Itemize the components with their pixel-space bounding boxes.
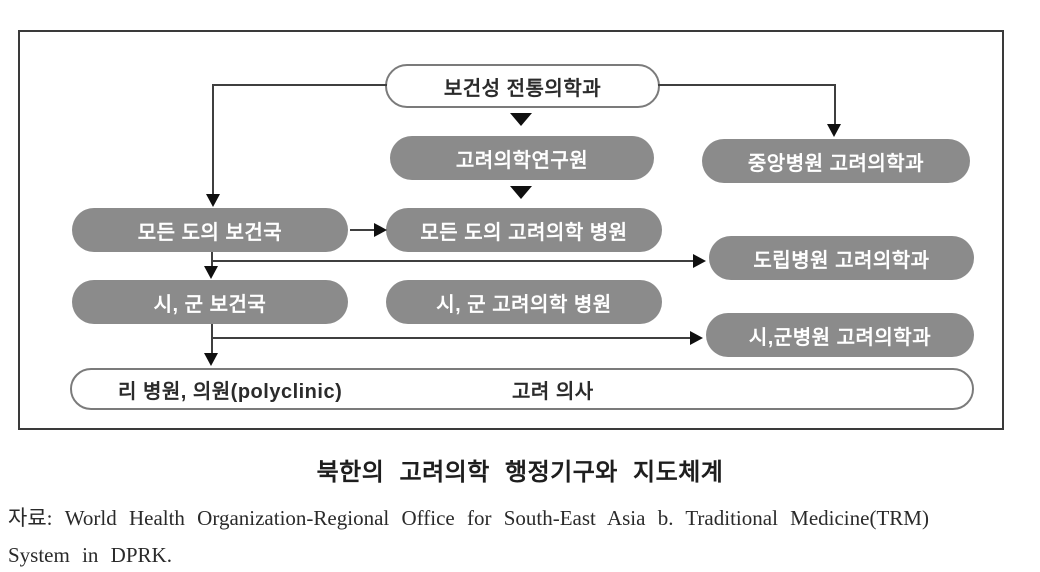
node-koryo-medicine-research-institute: 고려의학연구원 (390, 136, 654, 180)
node-ri-hospital-polyclinic: 리 병원, 의원(polyclinic) 고려 의사 (70, 368, 974, 410)
source-text-1: World Health Organization-Regional Offic… (64, 506, 929, 530)
koryo-doctor-label: 고려 의사 (512, 380, 594, 403)
connector-city-bureau-to-ri-vertical (211, 324, 213, 356)
ri-hospital-polyclinic-label: 리 병원, 의원(polyclinic) (118, 380, 343, 403)
figure-source: 자료: World Health Organization-Regional O… (8, 500, 1032, 572)
arrowhead-into-province-bureau-icon (206, 194, 220, 207)
arrowhead-research-to-province-hospital-icon (510, 186, 532, 199)
node-provincial-health-bureau: 모든 도의 보건국 (72, 208, 348, 252)
node-provincial-hospital-koryo-dept: 도립병원 고려의학과 (709, 236, 974, 280)
arrowhead-into-ri-hospital-icon (204, 353, 218, 366)
arrowhead-into-central-hospital-icon (827, 124, 841, 137)
source-label: 자료: (8, 506, 53, 530)
node-ministry-traditional-medicine: 보건성 전통의학과 (385, 64, 660, 108)
figure-title: 북한의 고려의학 행정기구와 지도체계 (316, 459, 724, 486)
connector-ministry-to-province-horizontal (212, 84, 387, 86)
connector-ministry-to-province-vertical (212, 84, 214, 196)
arrowhead-ministry-to-research-icon (510, 113, 532, 126)
arrowhead-into-city-dept-icon (690, 331, 703, 345)
diagram-frame: 보건성 전통의학과 고려의학연구원 중앙병원 고려의학과 모든 도의 보건국 모… (18, 30, 1004, 430)
source-line-1: 자료: World Health Organization-Regional O… (8, 500, 1032, 537)
node-provincial-koryo-hospital: 모든 도의 고려의학 병원 (386, 208, 662, 252)
node-city-county-health-bureau: 시, 군 보건국 (72, 280, 348, 324)
connector-branch-to-city-dept (212, 337, 691, 339)
node-central-hospital-koryo-dept: 중앙병원 고려의학과 (702, 139, 970, 183)
arrowhead-into-city-county-bureau-icon (204, 266, 218, 279)
connector-ministry-to-central-horizontal (658, 84, 836, 86)
node-city-county-hospital-koryo-dept: 시,군병원 고려의학과 (706, 313, 974, 357)
connector-branch-to-provincial-dept (212, 260, 694, 262)
arrowhead-into-provincial-dept-icon (693, 254, 706, 268)
arrowhead-into-province-hospital-icon (374, 223, 387, 237)
connector-province-bureau-to-hospital (350, 229, 376, 231)
connector-ministry-to-central-vertical (834, 84, 836, 127)
source-line-2: System in DPRK. (8, 543, 172, 567)
node-city-county-koryo-hospital: 시, 군 고려의학 병원 (386, 280, 662, 324)
